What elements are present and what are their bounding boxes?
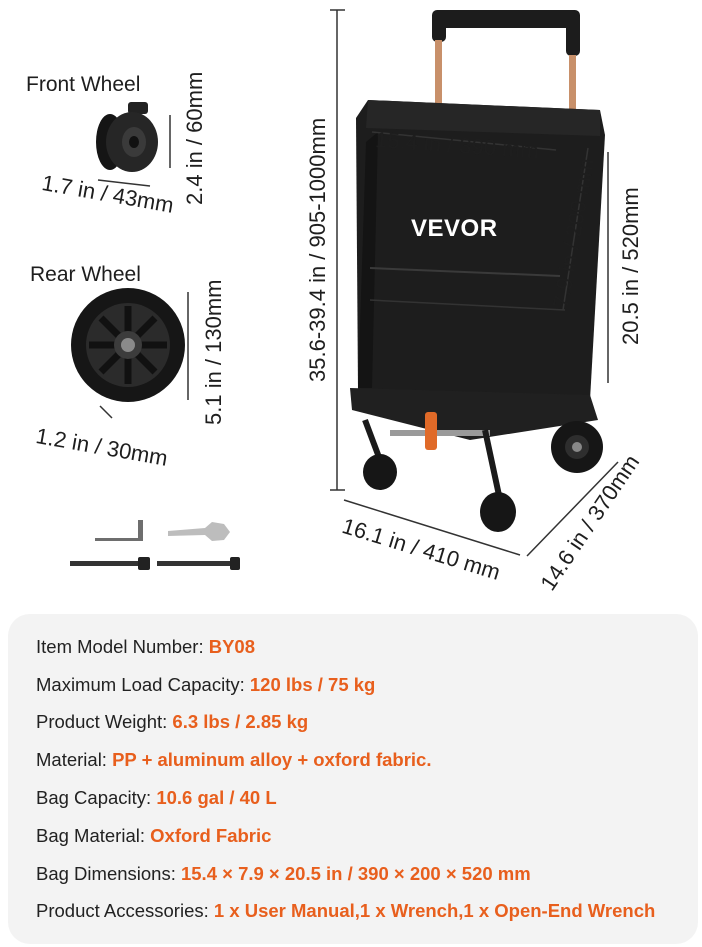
spec-value: 120 lbs / 75 kg [249, 674, 376, 695]
spec-value: PP + aluminum alloy + oxford fabric. [112, 749, 432, 770]
rear-wheel-dimension-lines [99, 292, 189, 419]
spec-row-accessories: Product Accessories: 1 x User Manual,1 x… [36, 900, 656, 921]
trolley-wheels [363, 421, 603, 532]
front-wheel-dimension-lines [97, 115, 171, 187]
spec-row-bag-dimensions: Bag Dimensions: 15.4 × 7.9 × 20.5 in / 3… [36, 863, 531, 884]
spec-row-bag-capacity: Bag Capacity: 10.6 gal / 40 L [36, 787, 277, 808]
spec-row-material: Material: PP + aluminum alloy + oxford f… [36, 749, 432, 770]
rear-wheel-height-dimension: 5.1 in / 130mm [201, 279, 226, 425]
accessories-image [70, 520, 240, 570]
front-wheel-image [96, 102, 158, 172]
spec-value: 6.3 lbs / 2.85 kg [172, 711, 309, 732]
front-wheel-label: Front Wheel [26, 73, 141, 96]
trolley-frame [350, 388, 598, 501]
product-artwork [70, 9, 619, 570]
spec-panel: Item Model Number: BY08 Maximum Load Cap… [8, 614, 698, 944]
spec-value: Oxford Fabric [150, 825, 272, 846]
bag-height-dimension: 20.5 in / 520mm [618, 187, 643, 345]
shopping-bag [356, 100, 605, 400]
trolley-handle [432, 10, 580, 125]
spec-row-bag-material: Bag Material: Oxford Fabric [36, 825, 272, 846]
spec-row-weight: Product Weight: 6.3 lbs / 2.85 kg [36, 711, 309, 732]
product-dimension-lines [330, 9, 619, 557]
spec-value: BY08 [208, 636, 256, 657]
rear-wheel-image [71, 288, 185, 402]
front-wheel-height-dimension: 2.4 in / 60mm [182, 71, 207, 205]
spec-row-model: Item Model Number: BY08 [36, 636, 256, 657]
spec-value: 15.4 × 7.9 × 20.5 in / 390 × 200 × 520 m… [180, 863, 531, 884]
product-illustration: VEVOR Front Wheel Rear Wheel 2.4 in / 60… [26, 9, 644, 595]
spec-row-load-capacity: Maximum Load Capacity: 120 lbs / 75 kg [36, 674, 376, 695]
spec-value: 10.6 gal / 40 L [156, 787, 277, 808]
spec-value: 1 x User Manual,1 x Wrench,1 x Open-End … [213, 900, 656, 921]
brand-logo: VEVOR [411, 215, 498, 242]
total-height-dimension: 35.6-39.4 in / 905-1000mm [305, 117, 330, 382]
rear-wheel-label: Rear Wheel [30, 263, 141, 286]
